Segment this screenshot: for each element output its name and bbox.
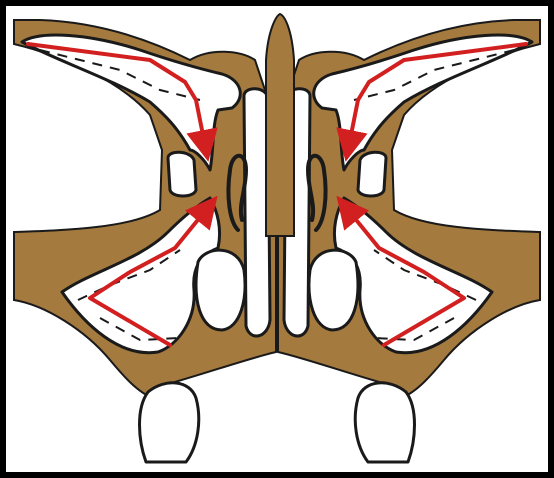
septum-crest (266, 14, 294, 236)
right-small-cavity (358, 152, 386, 196)
left-meatus-cavity (196, 250, 245, 330)
right-meatus-cavity (309, 250, 358, 330)
left-tooth (140, 383, 199, 462)
left-half (14, 20, 276, 462)
left-small-cavity (168, 152, 196, 196)
sinus-diagram (6, 6, 548, 472)
right-tooth (355, 383, 414, 462)
right-half (278, 20, 540, 462)
